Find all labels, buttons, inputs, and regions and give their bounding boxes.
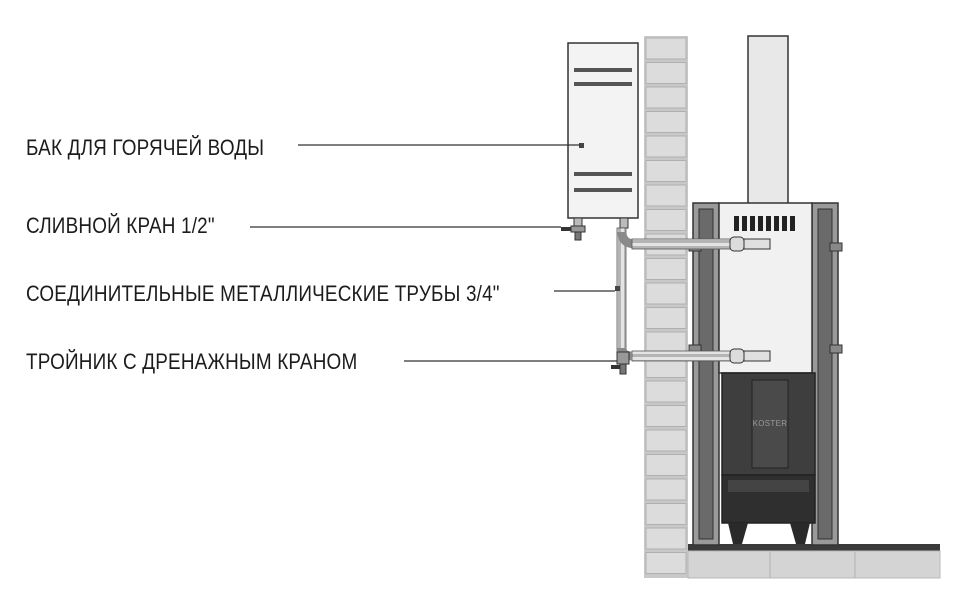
brick bbox=[645, 478, 687, 501]
stove-leg-left bbox=[728, 523, 748, 544]
vent-slots bbox=[734, 216, 795, 231]
stove: KOSTER bbox=[688, 202, 843, 546]
chimney bbox=[747, 35, 789, 207]
brick bbox=[645, 37, 687, 60]
brick bbox=[645, 331, 687, 354]
brick bbox=[645, 454, 687, 476]
brick bbox=[645, 380, 687, 403]
brick bbox=[645, 111, 687, 133]
floor bbox=[687, 544, 941, 579]
brick bbox=[645, 405, 687, 427]
brick bbox=[645, 86, 687, 109]
brick bbox=[645, 307, 687, 329]
brick bbox=[645, 184, 687, 207]
brick bbox=[645, 282, 687, 305]
label-connecting-pipes: СОЕДИНИТЕЛЬНЫЕ МЕТАЛЛИЧЕСКИЕ ТРУБЫ 3/4" bbox=[26, 281, 500, 306]
brick bbox=[645, 62, 687, 84]
water-tank bbox=[567, 42, 639, 229]
firebox-door bbox=[751, 379, 789, 469]
brick bbox=[645, 209, 687, 231]
stove-leg-right bbox=[790, 523, 810, 544]
drain-valve bbox=[561, 225, 586, 241]
brick bbox=[645, 527, 687, 550]
tee-drain-valve bbox=[611, 351, 630, 375]
brick bbox=[645, 429, 687, 452]
label-drain-valve: СЛИВНОЙ КРАН 1/2" bbox=[26, 213, 215, 238]
leader-lines bbox=[250, 144, 617, 362]
brick bbox=[645, 160, 687, 182]
brick bbox=[645, 552, 687, 574]
connecting-pipes bbox=[615, 227, 771, 364]
label-tee-drain-valve: ТРОЙНИК С ДРЕНАЖНЫМ КРАНОМ bbox=[26, 349, 358, 374]
brick bbox=[645, 135, 687, 158]
brick-wall bbox=[644, 36, 688, 578]
brick bbox=[645, 258, 687, 280]
brand-label: KOSTER bbox=[753, 419, 788, 428]
label-hot-water-tank: БАК ДЛЯ ГОРЯЧЕЙ ВОДЫ bbox=[26, 135, 265, 160]
brick bbox=[645, 503, 687, 525]
